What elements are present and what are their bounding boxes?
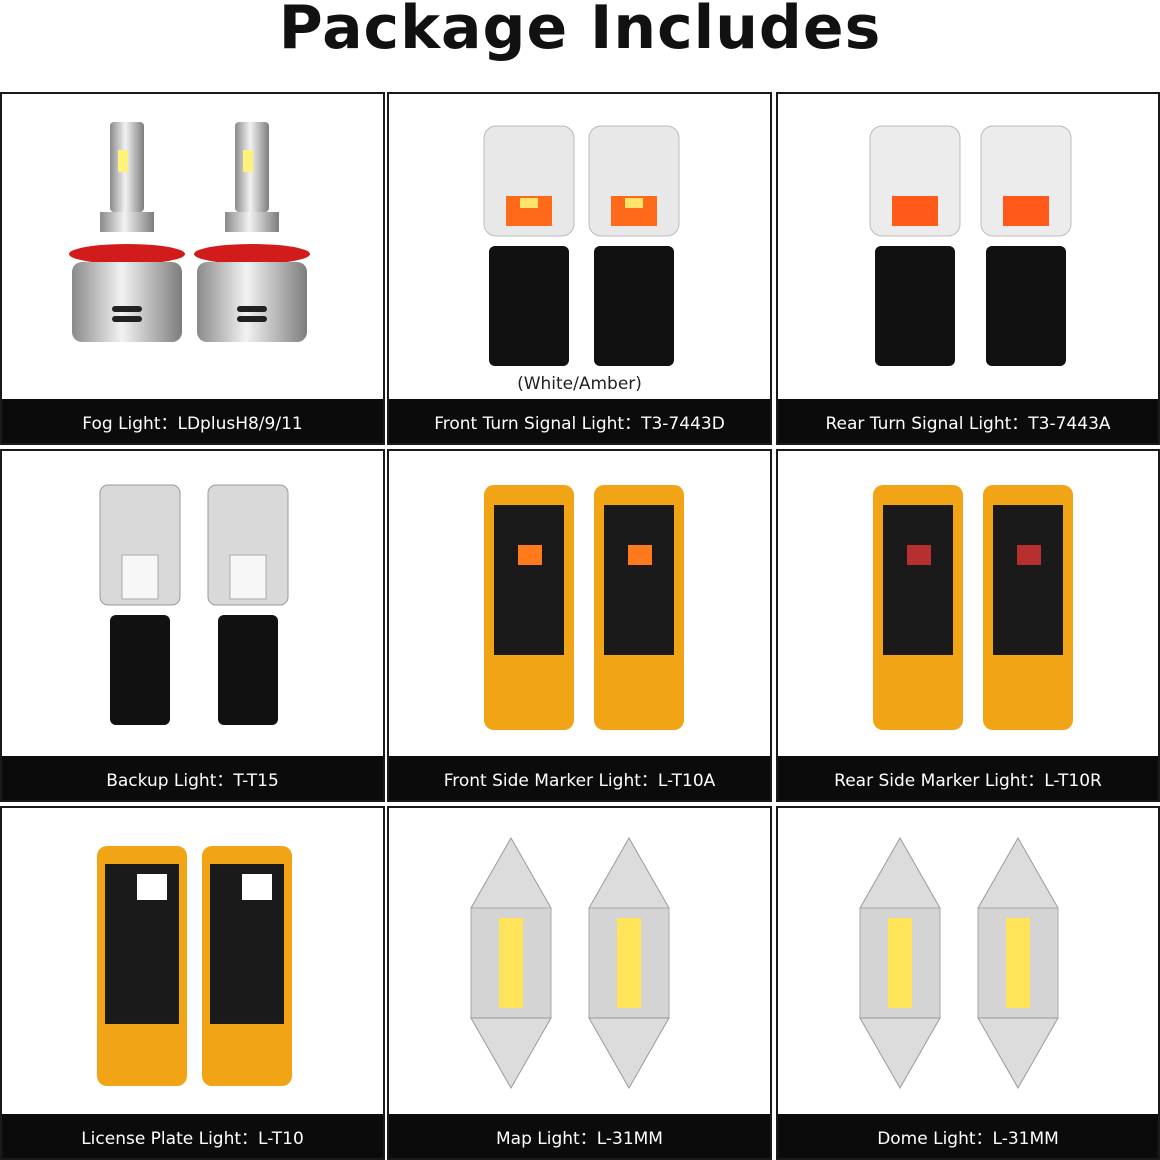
brand-logo-text: LASFIT — [46, 842, 71, 928]
product-label: Backup Light：T-T15 — [2, 756, 383, 800]
product-label: Front Side Marker Light：L-T10A — [389, 756, 770, 800]
product-card-map-light: Map Light：L-31MM — [387, 806, 772, 1160]
product-label: Front Turn Signal Light：T3-7443D — [389, 399, 770, 443]
product-card-front-turn-signal: (White/Amber) Front Turn Signal Light：T3… — [387, 92, 772, 445]
product-card-rear-turn-signal: Rear Turn Signal Light：T3-7443A — [776, 92, 1160, 445]
backup-light-bulbs-image — [99, 484, 289, 725]
dome-light-bulbs-image — [859, 836, 1059, 1090]
product-label: Fog Light：LDplusH8/9/11 — [2, 399, 383, 443]
rear-turn-signal-bulbs-image — [869, 125, 1072, 366]
front-turn-signal-bulbs-image — [483, 125, 680, 366]
variant-note: (White/Amber) — [517, 374, 642, 394]
product-card-backup-light: Backup Light：T-T15 — [0, 449, 385, 802]
product-label: Rear Side Marker Light：L-T10R — [778, 756, 1158, 800]
product-label: Rear Turn Signal Light：T3-7443A — [778, 399, 1158, 443]
product-label: Dome Light：L-31MM — [778, 1114, 1158, 1158]
product-card-fog-light: Fog Light：LDplusH8/9/11 — [0, 92, 385, 445]
rear-side-marker-bulbs-image — [873, 485, 1073, 730]
page-title: Package Includes — [278, 0, 882, 63]
product-label: License Plate Light：L-T10 — [2, 1114, 383, 1158]
front-side-marker-bulbs-image — [484, 485, 684, 730]
product-card-dome-light: Dome Light：L-31MM — [776, 806, 1160, 1160]
fog-light-bulbs-image — [69, 122, 310, 342]
product-card-license-plate: LASFIT License Plate Light：L-T10 — [0, 806, 385, 1160]
map-light-bulbs-image — [470, 836, 670, 1090]
product-card-rear-side-marker: Rear Side Marker Light：L-T10R — [776, 449, 1160, 802]
product-label: Map Light：L-31MM — [389, 1114, 770, 1158]
license-plate-bulbs-image — [97, 846, 292, 1086]
product-card-front-side-marker: Front Side Marker Light：L-T10A — [387, 449, 772, 802]
